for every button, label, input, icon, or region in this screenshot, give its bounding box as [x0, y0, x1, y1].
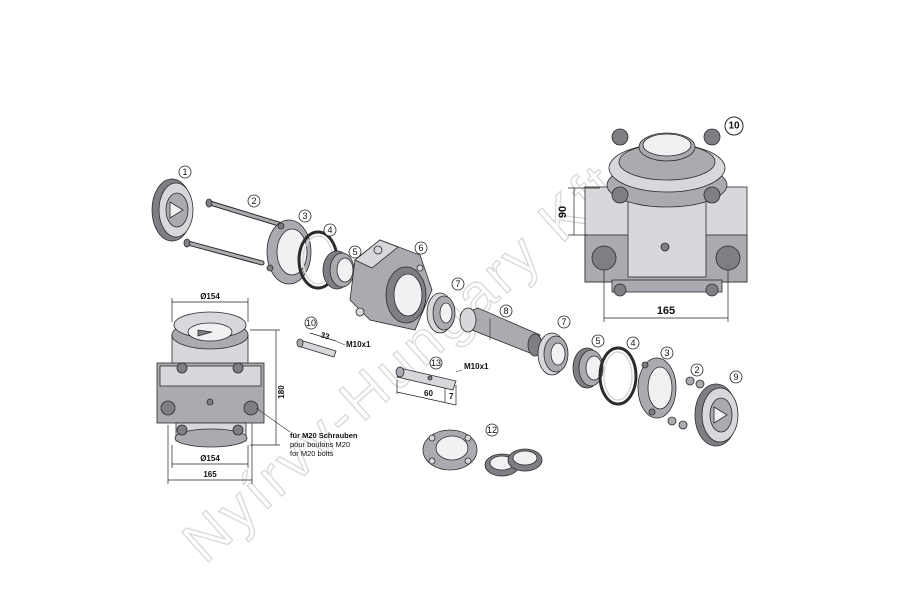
callout-13-label: 13	[431, 358, 441, 368]
part-13-pin	[395, 366, 463, 406]
right-assembly-view	[584, 128, 748, 297]
pin10-thread-label: M10x1	[346, 340, 371, 349]
part-4-seal-right	[598, 346, 638, 406]
callout-7-right: 7	[557, 315, 571, 329]
pin13-length-label: 60	[424, 389, 433, 398]
callout-6-label: 6	[418, 243, 423, 253]
callout-13: 13	[429, 356, 443, 370]
pin13-end-label: 7	[449, 392, 454, 401]
left-top-diameter-label: Ø154	[200, 292, 220, 301]
callout-12-label: 12	[487, 425, 497, 435]
callout-2-right-label: 2	[694, 365, 699, 375]
left-height-label: 180	[277, 385, 286, 399]
part-1-end-cap	[151, 178, 194, 242]
part-3-flange-right	[637, 357, 677, 419]
callout-1: 1	[178, 165, 192, 179]
callout-10-large: 10	[724, 116, 744, 136]
callout-4-left: 4	[323, 223, 337, 237]
callout-7-right-label: 7	[561, 317, 566, 327]
part-2-nuts	[667, 376, 705, 430]
callout-1-label: 1	[182, 167, 187, 177]
left-width-label: 165	[203, 470, 217, 479]
callout-7-left: 7	[451, 277, 465, 291]
part-7-bearing-center	[426, 292, 456, 334]
part-2-long-bolts	[183, 198, 285, 266]
bolt-note-line-1: für M20 Schrauben	[290, 431, 358, 440]
pin13-thread-label: M10x1	[464, 362, 489, 371]
callout-6: 6	[414, 241, 428, 255]
pin10-length-label: 33	[319, 330, 331, 341]
callout-5-right-label: 5	[595, 336, 600, 346]
callout-2-left-label: 2	[251, 196, 256, 206]
callout-3-right: 3	[660, 346, 674, 360]
part-5-bearing-left	[322, 250, 355, 290]
callout-8: 8	[499, 304, 513, 318]
callout-5-left-label: 5	[352, 247, 357, 257]
callout-12: 12	[485, 423, 499, 437]
part-6-housing	[349, 239, 433, 331]
callout-7-left-label: 7	[455, 279, 460, 289]
callout-3-left: 3	[298, 209, 312, 223]
callout-3-right-label: 3	[664, 348, 669, 358]
callout-5-right: 5	[591, 334, 605, 348]
callout-2-left: 2	[247, 194, 261, 208]
callout-9: 9	[729, 370, 743, 384]
callout-9-label: 9	[733, 372, 738, 382]
callout-4-left-label: 4	[327, 225, 332, 235]
bolt-note-line-3: for M20 bolts	[290, 449, 334, 458]
part-7-bearing-right	[537, 332, 569, 376]
callout-3-left-label: 3	[302, 211, 307, 221]
callout-10-small: 10	[304, 316, 318, 330]
right-height-label: 90	[557, 206, 569, 218]
callout-10-large-label: 10	[728, 121, 740, 132]
left-bottom-diameter-label: Ø154	[200, 454, 220, 463]
callout-4-right: 4	[626, 336, 640, 350]
callout-2-right: 2	[690, 363, 704, 377]
callout-10-small-label: 10	[306, 318, 316, 328]
part-10-pin	[296, 332, 346, 358]
right-width-label: 165	[657, 305, 675, 317]
callout-4-right-label: 4	[630, 338, 635, 348]
part-5-bearing-right	[572, 347, 604, 389]
left-view-dimension-lines	[167, 298, 291, 484]
part-9-end-cap	[694, 383, 739, 447]
left-assembly-view	[156, 311, 265, 448]
callout-5-left: 5	[348, 245, 362, 259]
callout-8-label: 8	[503, 306, 508, 316]
right-view-dimension-lines	[568, 187, 729, 322]
part-12-seal-kit	[422, 429, 543, 477]
bolt-note-line-2: pour boulons M20	[290, 440, 350, 449]
